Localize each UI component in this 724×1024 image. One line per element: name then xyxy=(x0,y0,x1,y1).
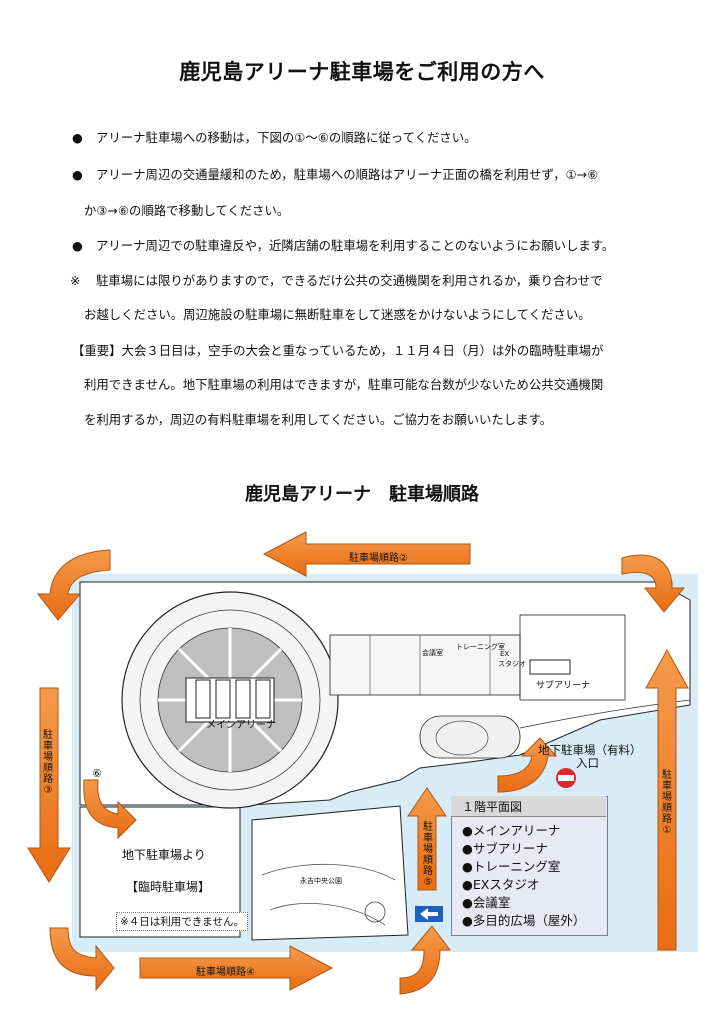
sub-arena-label: サブアリーナ xyxy=(536,681,591,691)
route-curve-underground xyxy=(497,737,558,793)
legend-item: ●多目的広場（屋外） xyxy=(462,913,586,928)
route-3-arrow xyxy=(27,687,71,883)
legend-item: ●会議室 xyxy=(462,895,511,910)
route-2-arrow xyxy=(262,531,471,577)
route-5-arrow xyxy=(407,787,447,891)
important-line: 【重要】大会３日目は，空手の大会と重なっているため，１１月４日（月）は外の臨時駐… xyxy=(72,343,604,358)
park-label: 永吉中央公園 xyxy=(300,877,342,885)
note-line: アリーナ周辺での駐車違反や，近隣店舗の駐車場を利用することのないようにお願いしま… xyxy=(96,238,615,253)
underground-parking-label: 地下駐車場（有料） xyxy=(538,743,642,757)
route-4-arrow xyxy=(139,945,334,991)
route-curve-bottom-middle xyxy=(399,925,451,995)
parking-route-map xyxy=(27,531,698,995)
legend-item: ●メインアリーナ xyxy=(462,823,561,838)
route-2-label: 駐車場順路② xyxy=(349,553,408,564)
page-title: 鹿児島アリーナ駐車場をご利用の方へ xyxy=(179,60,545,84)
important-line: 利用できません。地下駐車場の利用はできますが，駐車可能な台数が少ないため公共交通… xyxy=(84,377,604,392)
route-curve-top-left xyxy=(36,549,111,621)
route-6-arrow xyxy=(83,779,137,840)
note-bullet: ● xyxy=(72,238,83,253)
route-4-label: 駐車場順路④ xyxy=(196,967,255,978)
training-room-label: トレーニング室 xyxy=(456,643,505,651)
note-bullet: ● xyxy=(72,167,83,182)
park-area xyxy=(251,805,409,941)
ex-label: EX xyxy=(500,650,510,658)
sub-arena-box xyxy=(529,659,571,675)
main-arena-label: メインアリーナ xyxy=(206,720,276,731)
studio-label: スタジオ xyxy=(498,660,526,668)
note-line: アリーナ周辺の交通量緩和のため，駐車場への順路はアリーナ正面の橋を利用せず，①→… xyxy=(96,167,599,182)
legend-header xyxy=(451,796,606,817)
route-1-arrow xyxy=(645,648,689,951)
map-title: 鹿児島アリーナ 駐車場順路 xyxy=(245,484,479,505)
route-curve-top-right xyxy=(621,554,686,613)
entrance-label: 入口 xyxy=(576,756,599,770)
meeting-room-label: 会議室 xyxy=(422,649,443,657)
route-curve-bottom-left xyxy=(49,927,115,992)
note-line: アリーナ駐車場への移動は，下図の①～⑥の順路に従ってください。 xyxy=(96,130,477,145)
legend-item: ●サブアリーナ xyxy=(462,841,548,856)
floor-plan-legend xyxy=(451,796,608,936)
legend-item: ●EXスタジオ xyxy=(462,877,540,892)
note-line: 駐車場には限りがありますので，できるだけ公共の交通機関を利用されるか，乗り合わせ… xyxy=(96,273,603,288)
temp-parking-note: ※４日は利用できません。 xyxy=(116,912,248,931)
note-bullet: ● xyxy=(72,130,83,145)
route-6-label: ⑥ xyxy=(92,767,102,780)
note-marker: ※ xyxy=(70,273,81,288)
temp-parking-from-label: 地下駐車場より xyxy=(122,848,206,862)
note-line: お越しください。周辺施設の駐車場に無断駐車をして迷惑をかけないようにしてください… xyxy=(84,307,591,322)
important-line: を利用するか，周辺の有料駐車場を利用してください。ご協力をお願いいたします。 xyxy=(84,412,553,427)
temp-parking-label: 【臨時駐車場】 xyxy=(126,880,211,894)
legend-title: １階平面図 xyxy=(462,800,523,814)
legend-item: ●トレーニング室 xyxy=(462,859,561,874)
note-line: か③→⑥の順路で移動してください。 xyxy=(84,203,290,218)
